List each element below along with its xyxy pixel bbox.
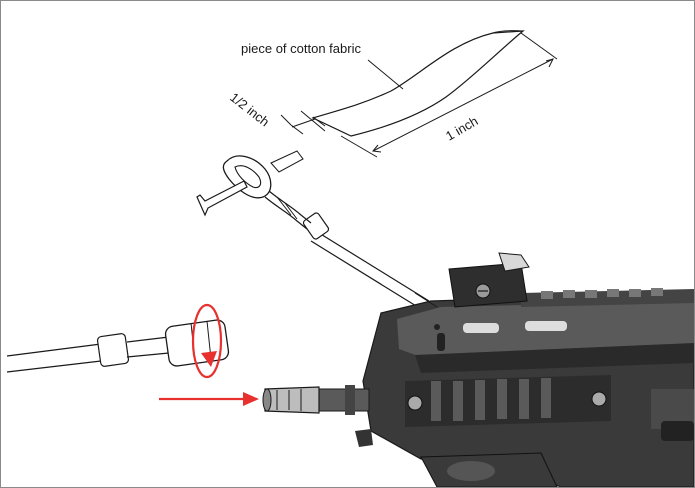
cotton-fabric-strip: [311, 30, 525, 137]
rotation-arrow: [191, 303, 223, 379]
fabric-stub: [270, 150, 304, 173]
firearm-illustration: [262, 252, 694, 487]
half-inch-label: 1/2 inch: [227, 90, 272, 130]
fabric-leader-line: [367, 59, 404, 90]
pull-direction-arrow: [196, 180, 248, 217]
one-inch-label: 1 inch: [443, 113, 481, 143]
rod-guide-line: [414, 292, 438, 308]
insertion-arrow: [159, 392, 259, 406]
cleaning-rod-upper: [222, 155, 430, 310]
one-inch-dimension: [340, 32, 558, 158]
half-inch-dimension: [280, 110, 326, 135]
fabric-label: piece of cotton fabric: [241, 41, 361, 56]
